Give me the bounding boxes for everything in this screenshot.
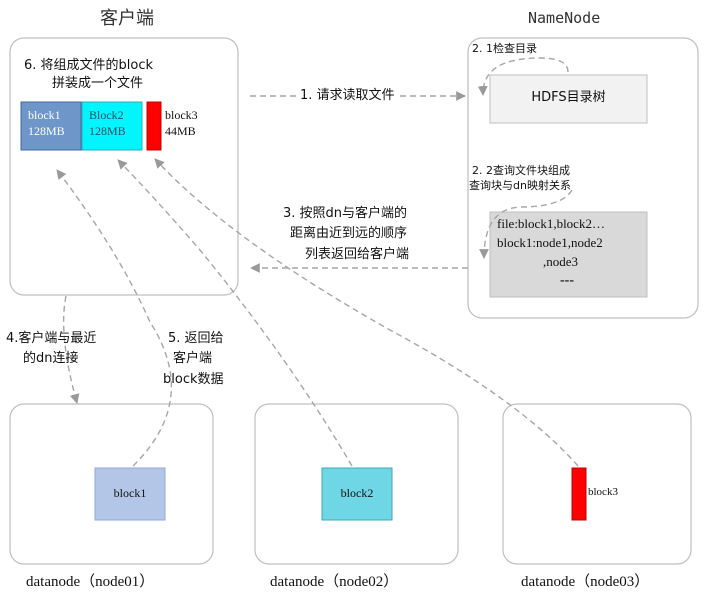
hdfs-tree-box bbox=[489, 74, 648, 124]
step5-label-line1: 5. 返回给 bbox=[168, 331, 224, 346]
datanode1-caption: datanode（node01） bbox=[26, 574, 155, 590]
arrow-step5-block2 bbox=[117, 159, 353, 467]
client-block3-name: block3 bbox=[165, 108, 198, 122]
step3-label-line2: 距离由近到远的顺序 bbox=[290, 226, 408, 241]
step4-label-line1: 4.客户端与最近 bbox=[6, 331, 97, 346]
step4-label-line2: 的dn连接 bbox=[23, 351, 79, 366]
step3-label-line3: 列表返回给客户端 bbox=[305, 247, 410, 262]
client-title: 客户端 bbox=[100, 8, 154, 29]
datanode2-caption: datanode（node02） bbox=[270, 574, 399, 590]
hdfs-tree-label: HDFS目录树 bbox=[531, 90, 606, 105]
metadata-line1: file:block1,block2… bbox=[497, 216, 605, 231]
metadata-line3: ,node3 bbox=[543, 254, 579, 269]
datanode2-block-label: block2 bbox=[340, 486, 374, 500]
namenode-title: NameNode bbox=[528, 9, 601, 27]
client-block2 bbox=[81, 101, 143, 151]
datanode3-box bbox=[502, 403, 692, 565]
client-block1-name: block1 bbox=[28, 108, 61, 122]
step22-label-line1: 2. 2查询文件块组成 bbox=[472, 164, 570, 177]
step3-label-line1: 3. 按照dn与客户端的 bbox=[283, 206, 408, 221]
datanode2-block bbox=[321, 467, 393, 521]
arrow-step5-block3 bbox=[154, 158, 579, 467]
step22-label-line2: 查询块与dn映射关系 bbox=[469, 179, 571, 192]
step6-label-line2: 拼装成一个文件 bbox=[52, 76, 144, 91]
datanode1-block-label: block1 bbox=[113, 486, 147, 500]
datanode3-caption: datanode（node03） bbox=[521, 574, 650, 590]
step6-label-line1: 6. 将组成文件的block bbox=[24, 58, 154, 73]
client-block1-size: 128MB bbox=[28, 124, 65, 138]
arrow-step4-connect bbox=[62, 295, 80, 404]
client-block2-size: 128MB bbox=[89, 124, 126, 138]
arrow-step5-block1 bbox=[56, 169, 173, 467]
client-block1 bbox=[20, 101, 82, 151]
step5-label-line2: 客户端 bbox=[173, 351, 213, 366]
datanode3-block bbox=[571, 467, 587, 521]
arrow-step21-check bbox=[477, 57, 569, 96]
step1-label: 1. 请求读取文件 bbox=[298, 88, 397, 105]
client-block3 bbox=[146, 101, 162, 151]
metadata-line4: --- bbox=[560, 273, 574, 288]
datanode1-block bbox=[94, 467, 166, 521]
metadata-line2: block1:node1,node2 bbox=[497, 235, 603, 250]
client-block2-name: Block2 bbox=[89, 108, 124, 122]
arrow-step22-query bbox=[479, 189, 573, 259]
step5-label-line3: block数据 bbox=[163, 372, 224, 387]
client-block3-size: 44MB bbox=[165, 124, 196, 138]
metadata-box bbox=[489, 211, 648, 298]
datanode3-block-label: block3 bbox=[588, 486, 618, 498]
step21-label: 2. 1检查目录 bbox=[472, 42, 537, 55]
